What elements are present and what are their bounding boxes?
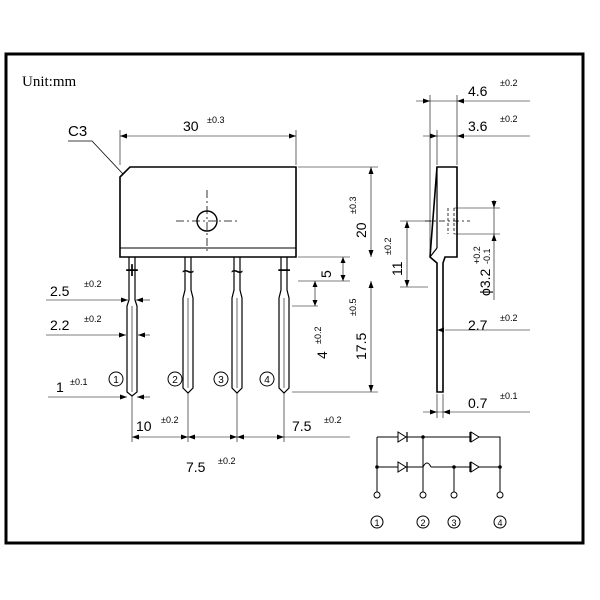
dim-width-tol: ±0.3 [207,115,224,125]
dim-side-body-tol: ±0.2 [500,114,517,124]
svg-text:2: 2 [420,518,425,528]
schematic-pin-1: 1 [370,515,384,529]
diode-d1 [397,431,408,443]
svg-text:2: 2 [172,375,178,386]
dim-lead-narrow: 2.2 [50,317,70,333]
diode-d3 [397,461,408,473]
svg-text:1: 1 [374,518,379,528]
dim-height-tol: ±0.3 [348,197,358,214]
schematic-pin-3: 3 [447,515,461,529]
svg-text:3: 3 [218,375,224,386]
dim-pitch-1-2-tol: ±0.2 [161,415,178,425]
dim-lead-length: 17.5 [353,333,369,360]
front-view: + ~ ~ − 1 2 3 [46,115,378,475]
dim-side-top: 4.6 [468,83,488,99]
dim-lead-length-tol: ±0.5 [348,299,358,316]
dim-lead-thickness-tol: ±0.1 [70,377,87,387]
package-body [119,166,297,258]
dim-lead-wide-tol: ±0.2 [84,279,101,289]
chamfer-leader [68,140,124,175]
pin-number-4: 4 [259,371,275,387]
terminal-ac1-symbol: ~ [182,259,195,284]
dim-width: 30 [183,118,199,134]
terminal-ac2-symbol: ~ [231,259,244,284]
dim-side-lead-thickness-tol: ±0.1 [500,391,517,401]
dim-lead-narrow-tol: ±0.2 [84,314,101,324]
pin-number-2: 2 [167,371,183,387]
svg-text:1: 1 [113,375,119,386]
schematic-pin-4: 4 [493,515,507,529]
dim-shoulder-tol: ±0.2 [313,327,323,344]
unit-label: Unit:mm [22,74,77,90]
terminal-plus-symbol: + [125,257,139,284]
svg-text:4: 4 [264,375,270,386]
dim-shoulder: 4 [314,351,330,359]
dim-hole-tol-plus: +0.2 [472,246,482,264]
chamfer-label: C3 [68,123,87,140]
dim-pitch-3-4: 7.5 [292,418,312,434]
dim-pitch-1-2: 10 [136,418,152,434]
dim-side-body: 3.6 [468,118,488,134]
dim-side-lower-tol: ±0.2 [383,238,393,255]
terminal-minus-symbol: − [277,257,291,284]
side-view: 4.6 ±0.2 3.6 ±0.2 ϕ3.2 +0.2 -0.1 11 ±0.2… [383,78,530,418]
dim-lead-offset-tol: ±0.2 [500,313,517,323]
drawing-frame [4,52,585,545]
dim-pitch-3-4-tol: ±0.2 [324,415,341,425]
svg-text:4: 4 [497,518,502,528]
dim-lead-offset: 2.7 [468,317,488,333]
dim-side-lower: 11 [389,261,405,276]
pin-number-1: 1 [108,371,124,387]
dim-lead-wide: 2.5 [50,283,70,299]
dim-side-lead-thickness: 0.7 [468,395,488,411]
svg-text:3: 3 [451,518,456,528]
diode-d2 [469,431,480,443]
pin-number-3: 3 [213,371,229,387]
dim-hole-tol-minus: -0.1 [482,248,492,264]
dim-pitch-2-3-tol: ±0.2 [218,456,235,466]
side-profile [429,166,458,393]
dim-band: 5 [318,270,334,278]
diode-d4 [469,461,480,473]
dim-height: 20 [353,222,369,238]
bridge-schematic: 1 2 3 4 [370,431,507,529]
dim-side-top-tol: ±0.2 [500,78,517,88]
dim-hole-diameter: ϕ3.2 [477,268,493,296]
schematic-pin-2: 2 [416,515,430,529]
dim-lead-thickness: 1 [56,379,64,395]
dim-pitch-2-3: 7.5 [186,459,206,475]
